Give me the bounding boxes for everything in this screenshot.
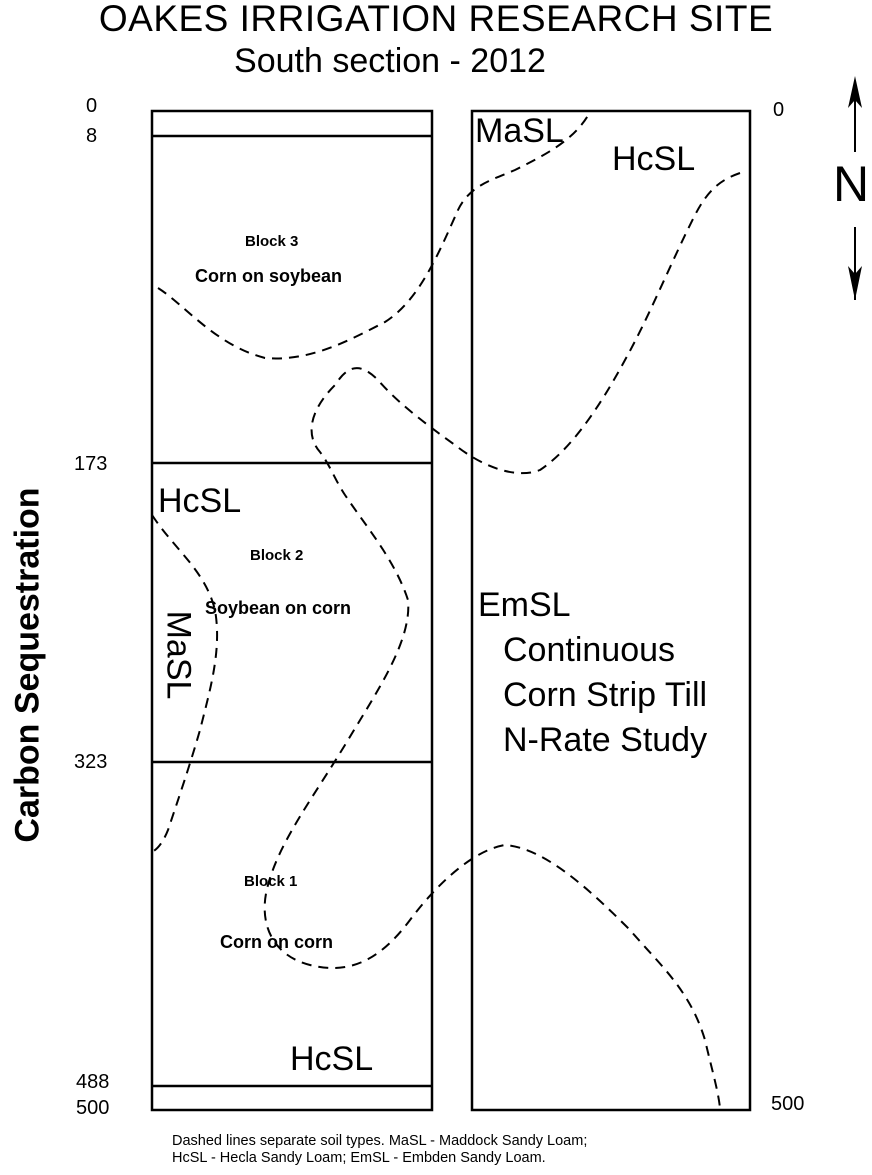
right-tick-label-0: 0 [773,99,785,121]
soil-label-hcsl-bottom: HcSL [290,1040,374,1078]
tick-label-8: 8 [86,125,98,147]
soil-label-masl-left: MaSL [159,610,198,700]
tick-label-488: 488 [76,1071,110,1093]
soil-label-hcsl-top: HcSL [612,140,696,178]
north-label: N [833,156,870,212]
block-3-crop: Corn on soybean [195,266,343,286]
soil-boundary-left-masl [151,514,219,853]
left-plot-strip [150,109,434,1112]
study-line-3: N-Rate Study [503,721,708,759]
footer-line-1: Dashed lines separate soil types. MaSL -… [172,1133,588,1149]
map-subtitle: South section - 2012 [234,42,546,80]
tick-label-0: 0 [86,95,98,117]
soil-boundary-top-masl [157,111,591,360]
block-1-label: Block 1 [244,873,298,890]
footer-line-2: HcSL - Hecla Sandy Loam; EmSL - Embden S… [172,1150,546,1166]
right-tick-label-500: 500 [771,1093,805,1115]
block-2-crop: Soybean on corn [205,598,352,618]
tick-label-500: 500 [76,1097,110,1119]
right-plot-strip [470,109,752,1112]
tick-label-173: 173 [74,453,108,475]
map-title: OAKES IRRIGATION RESEARCH SITE [98,0,774,39]
soil-label-hcsl-left: HcSL [158,482,242,520]
soil-label-emsl: EmSL [478,586,571,624]
vertical-axis-label: Carbon Sequestration [8,487,47,843]
soil-label-masl-top: MaSL [475,112,564,150]
block-2-label: Block 2 [250,547,304,564]
block-1-crop: Corn on corn [220,932,333,952]
tick-label-323: 323 [74,751,108,773]
north-arrow-icon [848,76,862,300]
block-3-label: Block 3 [245,233,299,250]
soil-boundary-hcsl-curve [263,172,741,1109]
study-line-1: Continuous [503,631,676,669]
study-line-2: Corn Strip Till [503,676,708,714]
footer-note: Dashed lines separate soil types. MaSL -… [172,1133,587,1167]
